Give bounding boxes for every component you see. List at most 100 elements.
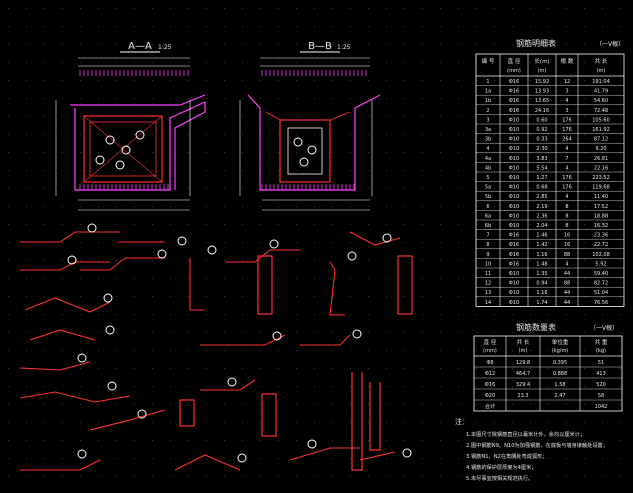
grid-dot <box>242 476 243 477</box>
grid-dot <box>620 296 621 297</box>
grid-dot <box>206 8 207 9</box>
rebar-shape-5b <box>329 261 345 316</box>
grid-dot <box>134 296 135 297</box>
grid-dot <box>98 188 99 189</box>
grid-dot <box>530 296 531 297</box>
grid-dot <box>278 314 279 315</box>
table-cell: 161.92 <box>592 127 610 133</box>
grid-dot <box>350 260 351 261</box>
grid-dot <box>26 260 27 261</box>
grid-dot <box>602 170 603 171</box>
grid-dot <box>278 116 279 117</box>
grid-dot <box>26 8 27 9</box>
table-cell: Φ12 <box>485 371 495 377</box>
grid-dot <box>134 206 135 207</box>
grid-dot <box>8 62 9 63</box>
grid-dot <box>584 98 585 99</box>
grid-dot <box>62 98 63 99</box>
grid-dot <box>152 476 153 477</box>
grid-dot <box>296 152 297 153</box>
grid-dot <box>440 8 441 9</box>
grid-dot <box>422 8 423 9</box>
grid-dot <box>458 134 459 135</box>
grid-dot <box>368 422 369 423</box>
grid-dot <box>62 116 63 117</box>
grid-dot <box>476 404 477 405</box>
grid-dot <box>152 386 153 387</box>
table-cell: 2.19 <box>536 204 547 210</box>
grid-dot <box>602 152 603 153</box>
rebar-mark-6 <box>382 233 392 243</box>
rebar-stirrup-12 <box>397 255 413 315</box>
grid-dot <box>242 332 243 333</box>
table-cell: 4 <box>565 261 568 267</box>
grid-dot <box>260 296 261 297</box>
grid-dot <box>494 476 495 477</box>
grid-dot <box>80 440 81 441</box>
grid-dot <box>368 476 369 477</box>
table-cell: 4a <box>485 156 491 162</box>
grid-dot <box>422 152 423 153</box>
grid-dot <box>62 458 63 459</box>
grid-dot <box>152 404 153 405</box>
rebar-callout <box>95 155 105 165</box>
grid-dot <box>278 296 279 297</box>
grid-dot <box>314 134 315 135</box>
grid-dot <box>476 350 477 351</box>
grid-dot <box>458 350 459 351</box>
grid-dot <box>170 44 171 45</box>
grid-dot <box>350 8 351 9</box>
grid-dot <box>314 152 315 153</box>
rebar-table-unit: （一V根） <box>596 40 624 48</box>
grid-dot <box>512 8 513 9</box>
table-cell: Φ10 <box>509 213 519 219</box>
rebar-shape-5 <box>189 258 205 311</box>
table-cell: 9.20 <box>595 146 606 152</box>
grid-dot <box>296 404 297 405</box>
table-cell: 1b <box>485 98 491 104</box>
grid-dot <box>44 314 45 315</box>
grid-dot <box>188 242 189 243</box>
grid-dot <box>44 62 45 63</box>
grid-dot <box>134 350 135 351</box>
grid-dot <box>566 422 567 423</box>
grid-dot <box>530 422 531 423</box>
grid-dot <box>242 152 243 153</box>
table-cell: 17.52 <box>594 204 608 210</box>
grid-dot <box>368 350 369 351</box>
grid-dot <box>440 260 441 261</box>
grid-dot <box>206 386 207 387</box>
table-cell: 520 <box>596 382 606 388</box>
grid-dot <box>152 278 153 279</box>
grid-dot <box>584 206 585 207</box>
grid-dot <box>224 278 225 279</box>
grid-dot <box>512 224 513 225</box>
table-cell: 1042 <box>595 404 608 410</box>
grid-dot <box>440 134 441 135</box>
grid-dot <box>188 476 189 477</box>
rebar-hairpin <box>351 372 363 471</box>
grid-dot <box>314 278 315 279</box>
grid-dot <box>242 260 243 261</box>
grid-dot <box>26 206 27 207</box>
grid-dot <box>602 242 603 243</box>
table-cell: 51.04 <box>594 290 608 296</box>
grid-dot <box>620 386 621 387</box>
table-cell: 1.74 <box>536 300 547 306</box>
grid-dot <box>602 458 603 459</box>
grid-dot <box>314 332 315 333</box>
grid-dot <box>62 224 63 225</box>
grid-dot <box>134 224 135 225</box>
grid-dot <box>8 98 9 99</box>
table-cell: 8 <box>565 223 568 229</box>
grid-dot <box>224 44 225 45</box>
grid-dot <box>260 206 261 207</box>
grid-dot <box>134 332 135 333</box>
grid-dot <box>350 350 351 351</box>
grid-dot <box>206 278 207 279</box>
grid-dot <box>44 350 45 351</box>
table-cell: 8 <box>565 213 568 219</box>
grid-dot <box>386 350 387 351</box>
grid-dot <box>152 80 153 81</box>
grid-dot <box>8 206 9 207</box>
